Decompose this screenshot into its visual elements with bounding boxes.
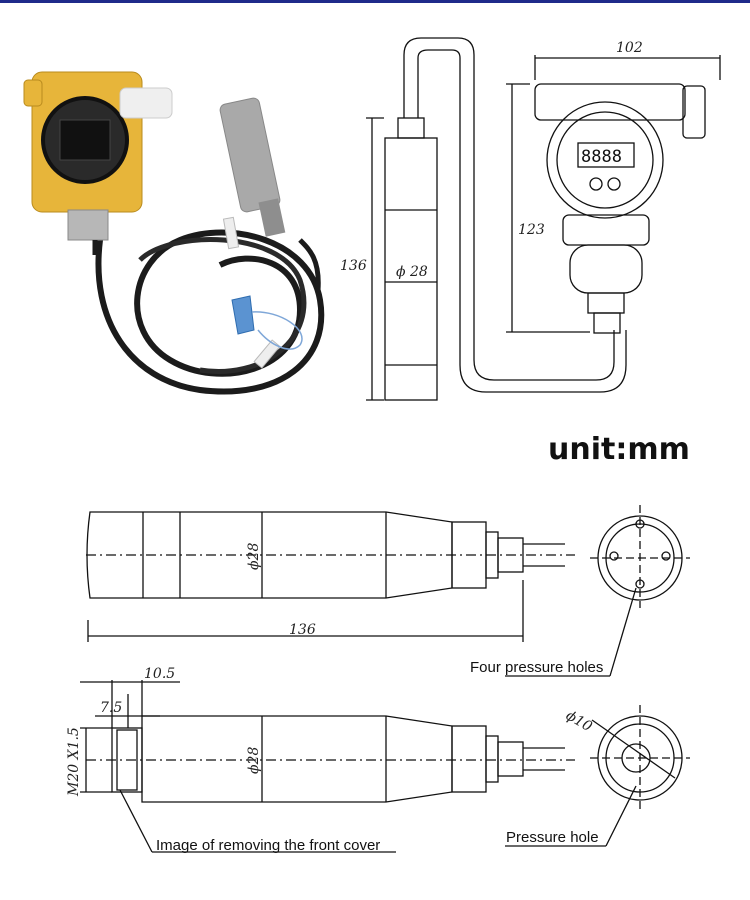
cable-tie [222,216,240,250]
probe [219,97,281,213]
callout-four-holes: Four pressure holes [470,659,603,676]
dim-diameter-bottom: ϕ28 [246,747,262,774]
dim-probe-length: 136 [340,258,367,274]
blue-tag [231,295,255,335]
cable-gland [119,87,173,119]
side-view-top [86,505,690,677]
callout-front-cover: Image of removing the front cover [156,837,380,854]
transmitter-head [534,83,686,121]
transmitter-face [546,101,664,219]
dim-width: 102 [616,40,643,56]
dim-diameter-top: ϕ28 [246,543,262,570]
unit-label: unit:mm [548,432,690,467]
dim-7-5: 7.5 [100,700,122,716]
dim-probe-diameter: ϕ 28 [396,264,428,280]
dim-thread: M20 X1.5 [66,727,82,797]
display-digits: 8888 [581,147,622,167]
probe-outline-bottom [141,715,453,803]
header-accent-bar [0,0,750,3]
dim-length-top: 136 [289,622,316,638]
callout-pressure-hole: Pressure hole [506,829,599,846]
pressure-transmitter-photo [23,71,325,395]
top-drawing [366,37,721,401]
dim-10-5: 10.5 [144,666,175,682]
dim-height: 123 [518,222,545,238]
side-view-bottom [80,680,690,853]
thread-fitting [67,209,109,241]
dim-hole-diameter: ϕ10 [563,708,595,736]
cable-coil [95,229,325,395]
